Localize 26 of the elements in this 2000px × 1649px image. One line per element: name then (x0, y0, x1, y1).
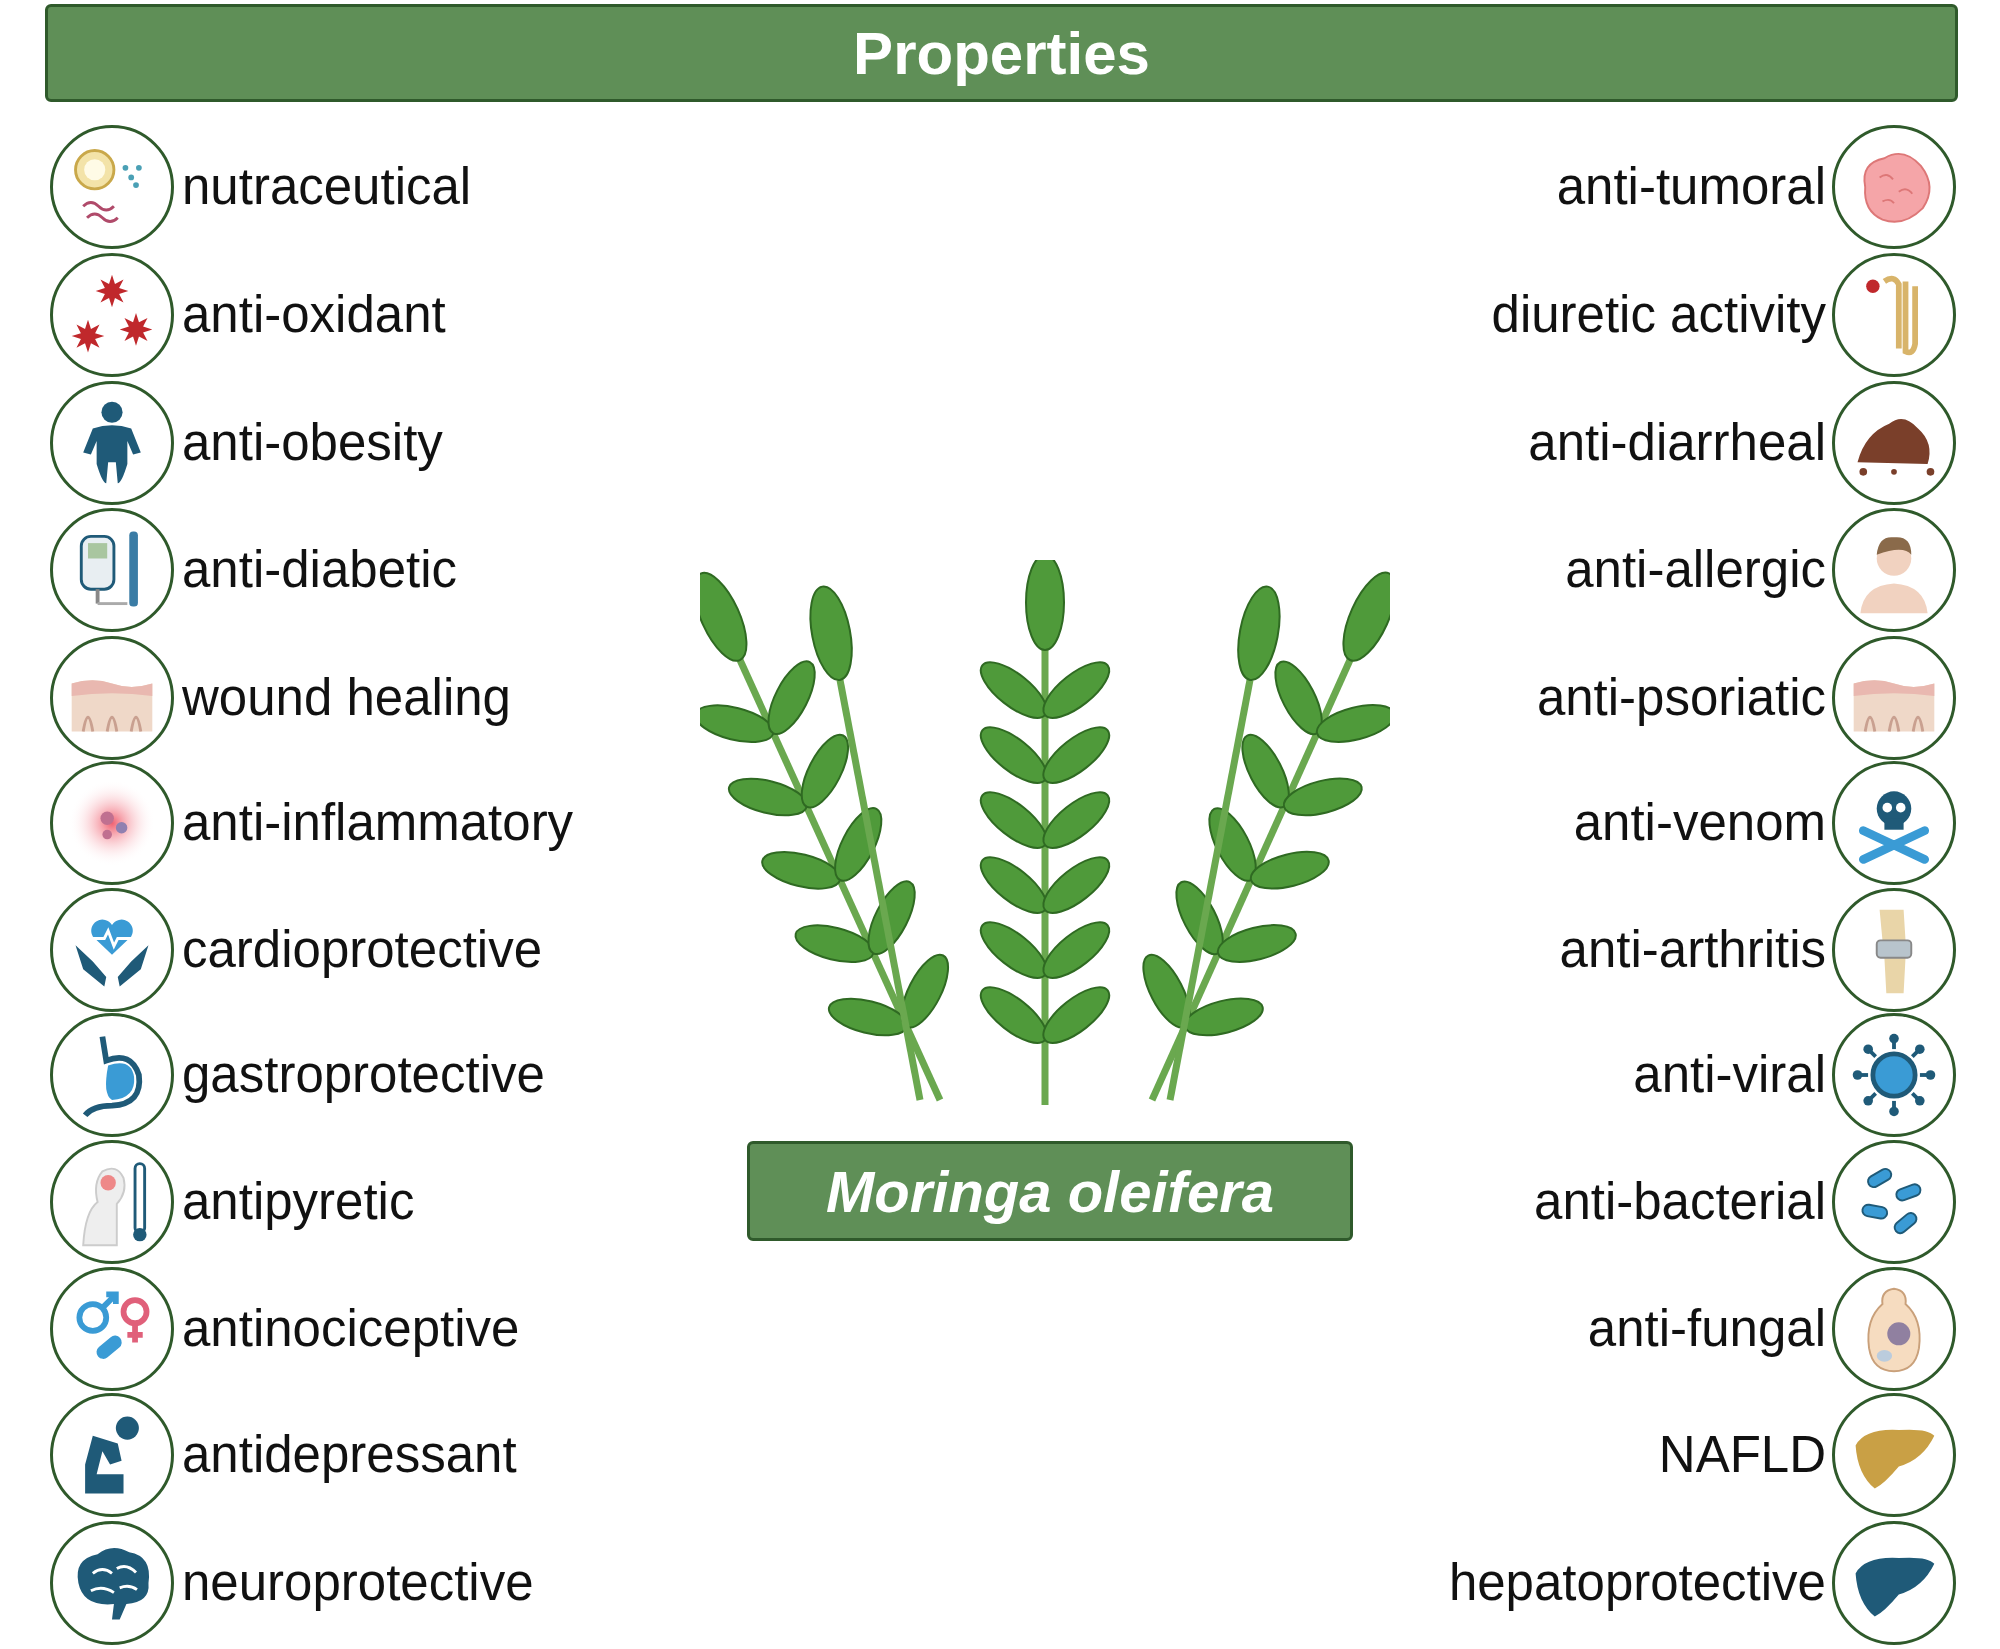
property-label: anti-viral (1633, 1045, 1826, 1105)
property-label: anti-inflammatory (182, 793, 574, 853)
property-label: anti-diabetic (182, 540, 457, 600)
property-label: anti-allergic (1565, 540, 1826, 600)
property-label: gastroprotective (182, 1045, 545, 1105)
property-label: anti-oxidant (182, 285, 446, 345)
property-label: hepatoprotective (1448, 1553, 1826, 1613)
header-bar: Properties (45, 4, 1958, 102)
property-label: wound healing (182, 668, 511, 728)
property-label: neuroprotective (182, 1553, 534, 1613)
property-label: anti-bacterial (1534, 1172, 1826, 1232)
property-label: NAFLD (1658, 1425, 1826, 1485)
property-label: diuretic activity (1491, 285, 1826, 345)
property-label: anti-fungal (1587, 1299, 1826, 1359)
property-label: antinociceptive (182, 1299, 520, 1359)
property-label: anti-obesity (182, 413, 443, 473)
property-label: antidepressant (182, 1425, 517, 1485)
property-label: cardioprotective (182, 920, 542, 980)
property-label: antipyretic (182, 1172, 415, 1232)
property-label: anti-diarrheal (1528, 413, 1826, 473)
species-label-box: Moringa oleifera (747, 1141, 1353, 1241)
property-label: anti-venom (1573, 793, 1826, 853)
property-label: anti-tumoral (1556, 157, 1826, 217)
property-label: anti-psoriatic (1536, 668, 1826, 728)
property-label: nutraceutical (182, 157, 472, 217)
property-label: anti-arthritis (1559, 920, 1826, 980)
